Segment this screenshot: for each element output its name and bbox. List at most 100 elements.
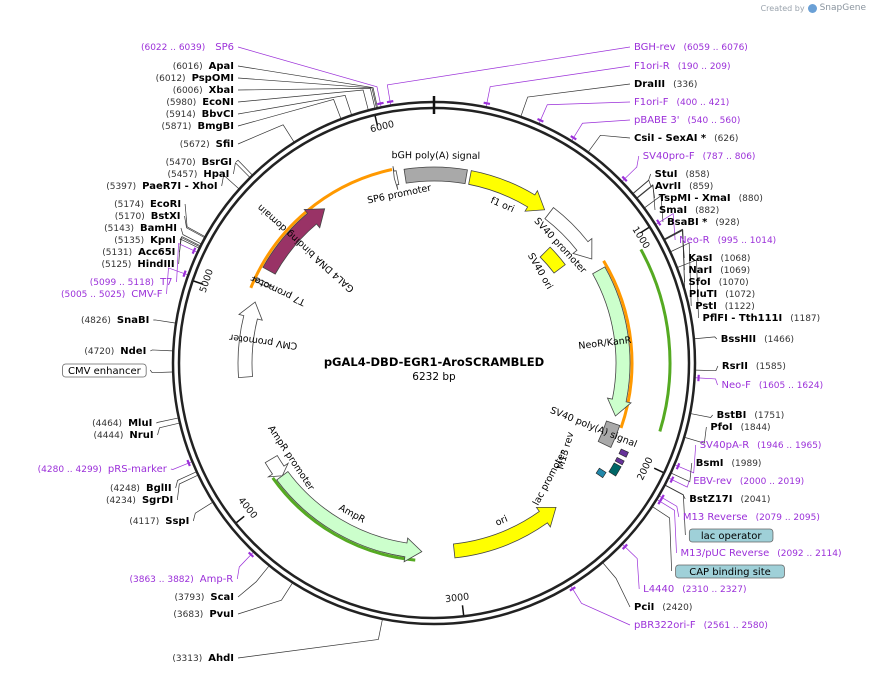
site-leader (236, 552, 254, 580)
site-leader (655, 212, 676, 241)
primer-site-mark (656, 219, 662, 226)
feature-sv40-promoter (544, 207, 593, 260)
site-coords: (2310 .. 2327) (682, 585, 746, 595)
site-pvui: PvuI(3683) (173, 609, 234, 620)
site-coords: (4826) (81, 316, 111, 326)
site-coords: (190 .. 209) (678, 62, 731, 72)
ruler-label: 2000 (635, 456, 655, 483)
snapgene-credit: Created by SnapGene (761, 3, 866, 13)
site-coords: (1122) (725, 302, 755, 312)
site-leader (538, 101, 631, 124)
site-sv40pa-r: SV40pA-R (1946 .. 1965) (700, 440, 822, 451)
site-bamhi: BamHI(5143) (104, 223, 177, 234)
site-bstbi: BstBI(1751) (717, 410, 785, 421)
site-leader (237, 65, 378, 108)
site-name: Neo-F (722, 380, 752, 391)
site-ahdi: AhdI(3313) (172, 653, 234, 664)
feature-ori (452, 506, 557, 559)
site-coords: (1069) (720, 266, 750, 276)
site-leader (176, 242, 197, 283)
site-amp-r: Amp-R(3863 .. 3882) (129, 574, 233, 585)
site-leader (670, 242, 692, 307)
site-name: PciI (634, 602, 654, 613)
feature-box (675, 564, 785, 579)
site-name: NarI (688, 265, 712, 276)
site-leader (237, 583, 293, 615)
site-xbai: XbaI(6006) (173, 85, 234, 96)
site-sv40pro-f: SV40pro-F(787 .. 806) (643, 151, 756, 162)
site-cap-binding-site: CAP binding site (675, 564, 785, 579)
site-leader (221, 174, 239, 189)
site-name: CMV enhancer (68, 366, 142, 377)
feature-bgh-polya (403, 166, 468, 185)
site-leader (588, 134, 631, 152)
site-name: SV40pA-R (700, 440, 749, 451)
site-coords: (6006) (173, 86, 203, 96)
site-coords: (5125) (101, 260, 131, 270)
site-coords: (5457) (167, 170, 197, 180)
site-name: EcoRI (150, 199, 181, 210)
site-coords: (1068) (720, 254, 750, 264)
amp-arc-arc (271, 477, 416, 562)
cap-box (595, 467, 607, 479)
site-name: BstZ17I (689, 494, 732, 505)
site-name: EBV-rev (693, 476, 732, 487)
site-pspomi: PspOMI(6012) (156, 73, 234, 84)
primer-site-mark (621, 175, 628, 182)
primer-site-mark (182, 270, 187, 278)
site-leader (633, 173, 651, 194)
center-labels: pGAL4-DBD-EGR1-AroSCRAMBLED 6232 bp (324, 355, 544, 383)
site-mlui: MluI(4464) (92, 418, 152, 429)
credit-brand: SnapGene (819, 3, 866, 13)
site-leader (633, 179, 652, 194)
feature-f1-ori (468, 170, 546, 212)
primer-site-mark (570, 135, 577, 141)
site-leader (695, 365, 719, 372)
site-smai: SmaI(882) (659, 205, 719, 216)
site-name: SfiI (216, 139, 234, 150)
site-coords: (1946 .. 1965) (757, 441, 821, 451)
site-leader (690, 413, 713, 418)
site-pbr322ori-f: pBR322ori-F(2561 .. 2580) (634, 620, 768, 631)
site-name: DraIII (634, 79, 665, 90)
feature-t7-promoter (252, 276, 275, 288)
site-coords: (6059 .. 6076) (684, 43, 748, 53)
site-coords: (3683) (173, 610, 203, 620)
site-leader (657, 499, 677, 554)
site-f1ori-f: F1ori-F(400 .. 421) (634, 97, 729, 108)
site-name: NruI (129, 430, 153, 441)
site-t7: T7(5099 .. 5118) (90, 277, 173, 288)
site-coords: (2000 .. 2019) (740, 477, 804, 487)
site-coords: (2420) (662, 603, 692, 613)
site-leader (184, 203, 205, 237)
site-name: BglII (146, 483, 172, 494)
site-pluti: PluTI(1072) (689, 289, 755, 300)
site-name: pRS-marker (108, 464, 168, 475)
site-name: HpaI (203, 169, 229, 180)
site-leader (637, 184, 656, 211)
site-bsabi: BsaBI *(928) (667, 217, 740, 228)
site-leader (150, 349, 173, 352)
site-apai: ApaI(6016) (173, 61, 234, 72)
site-coords: (5871) (162, 122, 192, 132)
site-leader (184, 215, 205, 238)
site-nari: NarI (1069) (688, 265, 750, 276)
site-coords: (5980) (166, 98, 196, 108)
primer-site-mark (247, 551, 255, 558)
site-coords: (400 .. 421) (676, 98, 729, 108)
site-name: M13 Reverse (683, 512, 748, 523)
site-coords: (2041) (740, 495, 770, 505)
site-leader (156, 417, 178, 424)
site-stui: StuI(858) (655, 169, 710, 180)
primer-site-mark (657, 498, 663, 505)
site-sp6: SP6(6022 .. 6039) (141, 42, 234, 53)
credit-prefix: Created by (760, 3, 805, 13)
site-kpni: KpnI(5135) (114, 235, 176, 246)
primer-site-mark (191, 247, 197, 255)
feature-box (62, 363, 147, 378)
site-leader (237, 89, 369, 110)
site-leader (153, 319, 176, 324)
site-coords: (858) (685, 170, 709, 180)
site-name: CsiI - SexAI * (634, 133, 707, 144)
site-name: ApaI (209, 61, 234, 72)
